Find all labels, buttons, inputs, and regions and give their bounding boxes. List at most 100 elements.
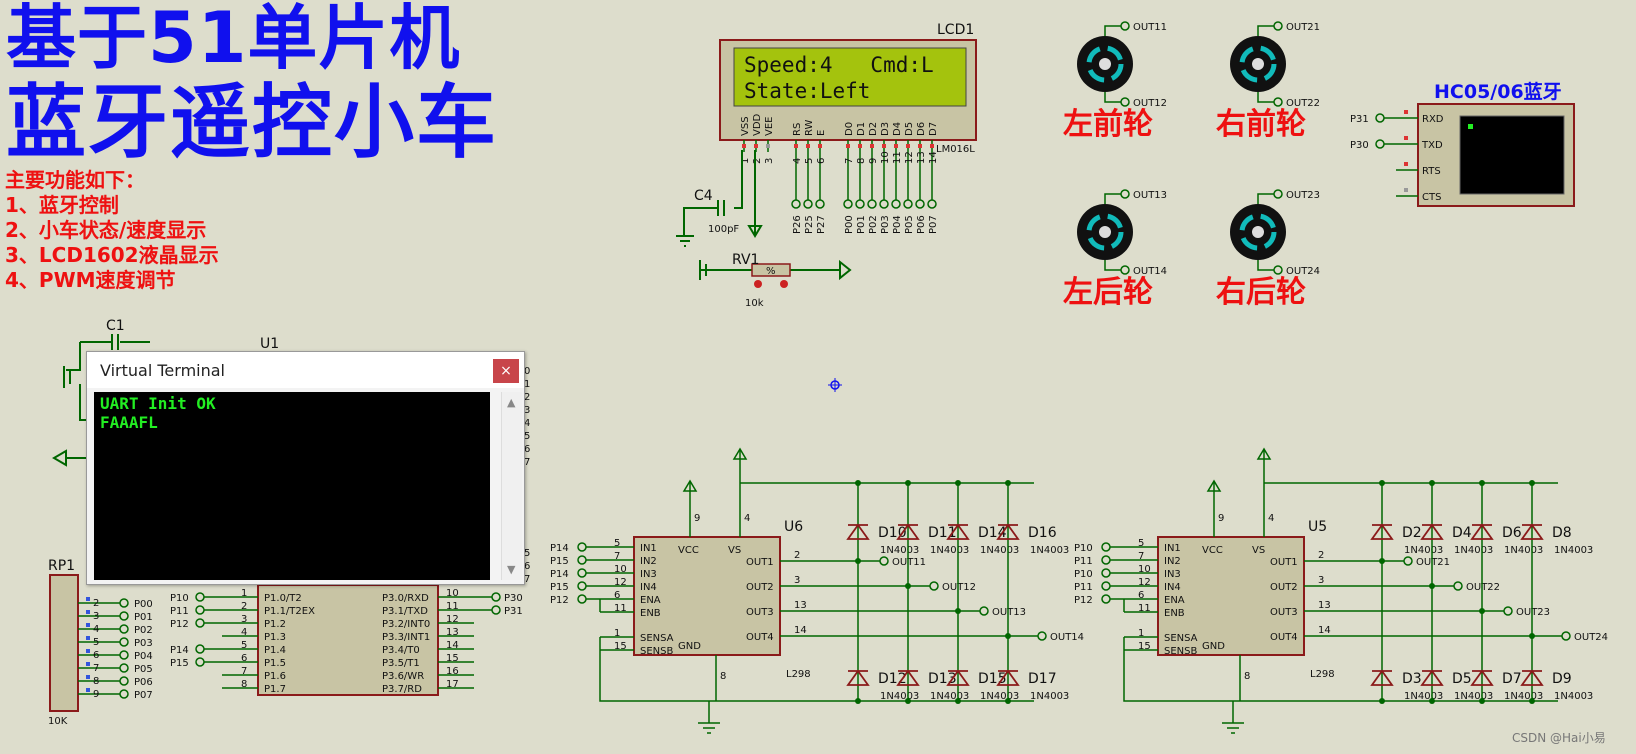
driver-pin-number: 13 bbox=[794, 600, 807, 611]
driver-output-net: OUT22 bbox=[1466, 582, 1500, 593]
lcd-pin-label: RS bbox=[792, 123, 803, 136]
net-terminal[interactable] bbox=[491, 592, 501, 602]
close-button[interactable]: × bbox=[493, 359, 519, 383]
net-terminal[interactable] bbox=[119, 689, 129, 699]
net-terminal[interactable] bbox=[1403, 556, 1413, 566]
net-terminal[interactable] bbox=[979, 606, 989, 616]
driver-output-net: OUT23 bbox=[1516, 607, 1550, 618]
scroll-down-icon[interactable]: ▼ bbox=[507, 563, 516, 576]
net-terminal[interactable] bbox=[119, 624, 129, 634]
net-terminal[interactable] bbox=[1101, 594, 1111, 604]
net-terminal[interactable] bbox=[803, 199, 813, 209]
net-terminal[interactable] bbox=[1503, 606, 1513, 616]
net-terminal[interactable] bbox=[1101, 555, 1111, 565]
rv1-potentiometer[interactable]: % RV1 10k bbox=[699, 150, 852, 309]
driver-pin-label: OUT1 bbox=[746, 557, 774, 568]
driver-pin-number: 15 bbox=[614, 641, 627, 652]
net-terminal[interactable] bbox=[891, 199, 901, 209]
mcu-pin-number: 14 bbox=[446, 640, 459, 651]
motor-driver[interactable]: U6L298IN15P14IN27P15IN310P14IN412P15ENA6… bbox=[550, 447, 1084, 734]
motor-label: 右前轮 bbox=[1216, 107, 1306, 142]
motor-net-top: OUT13 bbox=[1133, 190, 1167, 201]
net-terminal[interactable] bbox=[1375, 139, 1385, 149]
driver-input-net: P11 bbox=[1074, 556, 1093, 567]
net-terminal[interactable] bbox=[195, 605, 205, 615]
diode-model: 1N4003 bbox=[1554, 691, 1593, 702]
lcd-pin-number: 13 bbox=[916, 151, 927, 164]
driver-pin-number: 5 bbox=[1138, 538, 1144, 549]
driver-ref: U6 bbox=[784, 519, 803, 535]
bt-net-label: P31 bbox=[1350, 114, 1369, 125]
net-terminal[interactable] bbox=[195, 657, 205, 667]
net-terminal[interactable] bbox=[929, 581, 939, 591]
terminal-screen[interactable]: UART Init OK FAAAFL bbox=[94, 392, 490, 580]
net-terminal[interactable] bbox=[791, 199, 801, 209]
net-terminal[interactable] bbox=[1561, 631, 1571, 641]
net-terminal[interactable] bbox=[927, 199, 937, 209]
diode-icon bbox=[1470, 669, 1494, 686]
net-terminal[interactable] bbox=[119, 598, 129, 608]
driver-pin-number: 12 bbox=[1138, 577, 1151, 588]
driver-input-net: P15 bbox=[550, 582, 569, 593]
lcd-pin-label: D2 bbox=[868, 122, 879, 136]
net-terminal[interactable] bbox=[491, 605, 501, 615]
net-terminal[interactable] bbox=[879, 556, 889, 566]
net-terminal[interactable] bbox=[577, 542, 587, 552]
net-terminal[interactable] bbox=[1101, 568, 1111, 578]
net-terminal[interactable] bbox=[577, 568, 587, 578]
driver-pin-number: 1 bbox=[614, 628, 620, 639]
net-terminal[interactable] bbox=[1101, 542, 1111, 552]
net-terminal[interactable] bbox=[855, 199, 865, 209]
net-terminal[interactable] bbox=[195, 644, 205, 654]
net-terminal[interactable] bbox=[119, 611, 129, 621]
diode-icon bbox=[846, 669, 870, 686]
driver-pin-number: 14 bbox=[794, 625, 807, 636]
net-terminal[interactable] bbox=[843, 199, 853, 209]
terminal-titlebar[interactable]: Virtual Terminal × bbox=[87, 352, 524, 388]
net-terminal[interactable] bbox=[119, 637, 129, 647]
virtual-terminal-window[interactable]: Virtual Terminal × UART Init OK FAAAFL ▲… bbox=[86, 351, 525, 585]
net-terminal[interactable] bbox=[1453, 581, 1463, 591]
mcu-pin-label: P3.2/INT0 bbox=[382, 619, 430, 630]
net-terminal[interactable] bbox=[879, 199, 889, 209]
driver-pin-number: 4 bbox=[1268, 513, 1274, 524]
net-terminal[interactable] bbox=[903, 199, 913, 209]
rp1-net-label: P01 bbox=[134, 612, 153, 623]
c4-capacitor[interactable]: C4 100pF bbox=[676, 150, 743, 247]
diode-ref: D2 bbox=[1402, 525, 1422, 541]
scroll-up-icon[interactable]: ▲ bbox=[507, 396, 516, 409]
pin-number: 6 bbox=[524, 561, 530, 572]
net-terminal[interactable] bbox=[1101, 581, 1111, 591]
mcu-net-label: P30 bbox=[504, 593, 523, 604]
net-terminal[interactable] bbox=[119, 650, 129, 660]
motor-driver[interactable]: U5L298IN15P10IN27P11IN310P10IN412P11ENA6… bbox=[1074, 447, 1608, 734]
net-terminal[interactable] bbox=[195, 618, 205, 628]
rp1-net-label: P05 bbox=[134, 664, 153, 675]
net-terminal[interactable] bbox=[577, 594, 587, 604]
feature-item: 4、PWM速度调节 bbox=[5, 268, 176, 292]
net-terminal[interactable] bbox=[119, 663, 129, 673]
net-terminal[interactable] bbox=[867, 199, 877, 209]
net-terminal[interactable] bbox=[915, 199, 925, 209]
net-terminal[interactable] bbox=[577, 581, 587, 591]
driver-pin-label: OUT4 bbox=[746, 632, 774, 643]
net-terminal[interactable] bbox=[1375, 113, 1385, 123]
net-terminal[interactable] bbox=[1037, 631, 1047, 641]
c1-capacitor[interactable]: C1 U1 bbox=[52, 318, 279, 467]
terminal-scrollbar[interactable]: ▲ ▼ bbox=[501, 392, 522, 580]
net-terminal[interactable] bbox=[119, 676, 129, 686]
net-terminal[interactable] bbox=[815, 199, 825, 209]
driver-pin-number: 7 bbox=[1138, 551, 1144, 562]
net-terminal[interactable] bbox=[577, 555, 587, 565]
net-terminal[interactable] bbox=[195, 592, 205, 602]
rp1-net-label: P00 bbox=[134, 599, 153, 610]
lcd-module[interactable]: Speed:4 Cmd:L State:Left LCD1 LM016L VSS… bbox=[719, 22, 977, 234]
